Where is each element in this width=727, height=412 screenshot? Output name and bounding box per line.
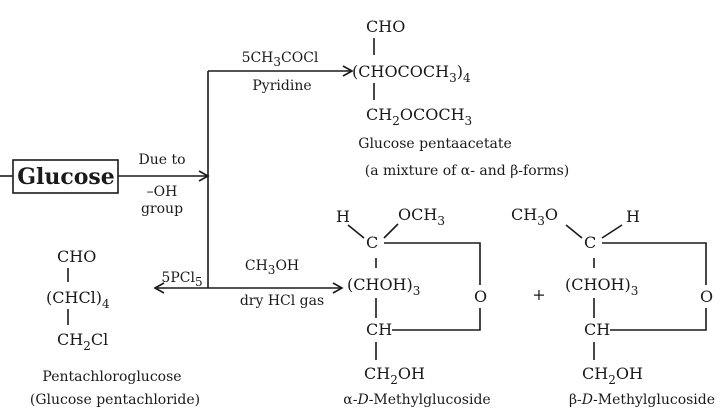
due-to-label: Due to [138,152,185,168]
alpha-ring-top [384,242,481,285]
alpha-och3: OCH3 [398,205,445,228]
pentachloro-name: Pentachloroglucose [42,369,181,385]
alpha-c: C [366,233,378,252]
alpha-ch2oh: CH2OH [364,364,425,387]
beta-ch3o-bond [565,224,583,239]
alpha-ring-o: O [474,287,487,306]
pentaacetate-cho: CHO [366,17,405,36]
beta-h: H [626,207,640,226]
pentaacetate-ch2: CH2OCOCH3 [366,105,472,128]
methylation-reagent: CH3OH [245,258,299,277]
methylation-catalyst: dry HCl gas [240,293,324,309]
alpha-h: H [336,207,350,226]
alpha-choh: (CHOH)3 [347,275,420,298]
beta-ch: CH [584,320,610,339]
chlorination-reagent: 5PCl5 [161,270,202,289]
beta-ring-top [602,242,707,285]
alpha-och3-bond [383,223,399,239]
alpha-name: α-D-Methylglucoside [343,392,490,408]
beta-ch2oh: CH2OH [582,364,643,387]
glucose-label: Glucose [17,164,115,190]
alpha-ring-bottom [392,308,481,331]
pentachloro-alt-name: (Glucose pentachloride) [30,392,200,408]
beta-ring-bottom [610,308,707,331]
alpha-ch: CH [366,320,392,339]
pentaacetate-chain: (CHOCOCH3)4 [352,62,471,85]
pentaacetate-note: (a mixture of α- and β-forms) [365,163,570,179]
acetylation-reagent: 5CH3COCl [242,50,319,69]
beta-methylglucoside: CH3O H C (CHOH)3 CH CH2OH O β-D-Methylgl… [511,205,715,408]
beta-ring-o: O [700,287,713,306]
beta-choh: (CHOH)3 [565,275,638,298]
beta-c: C [584,233,596,252]
beta-ch3o: CH3O [511,205,558,228]
oh-label: –OH [147,184,178,200]
alpha-methylglucoside: H OCH3 C (CHOH)3 CH CH2OH O α-D-Methylgl… [336,205,491,408]
pentachloro-cho: CHO [57,247,96,266]
beta-name: β-D-Methylglucoside [569,392,715,408]
plus-sign: + [532,285,545,304]
beta-h-bond [601,224,623,239]
pentaacetate-name: Glucose pentaacetate [358,136,511,152]
alpha-h-bond [347,224,365,239]
pentachloro-chain: (CHCl)4 [46,288,110,311]
pentachloro-ch2cl: CH2Cl [57,330,108,353]
acetylation-catalyst: Pyridine [252,78,311,94]
group-label: group [141,201,183,217]
